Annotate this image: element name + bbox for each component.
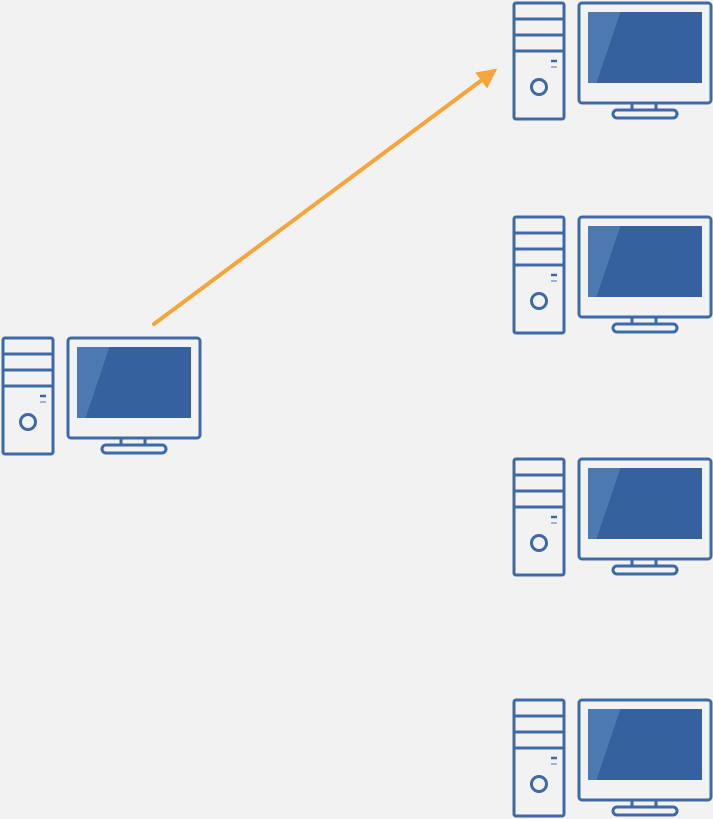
target-computer-2 — [512, 215, 713, 335]
desktop-computer-icon — [512, 457, 713, 577]
desktop-computer-icon — [512, 215, 713, 335]
target-computer-3 — [512, 457, 713, 577]
desktop-computer-icon — [512, 698, 713, 818]
source-computer — [1, 336, 202, 456]
target-computer-4 — [512, 698, 713, 818]
desktop-computer-icon — [1, 336, 202, 456]
connection-arrow — [152, 68, 498, 326]
desktop-computer-icon — [512, 1, 713, 121]
target-computer-1 — [512, 1, 713, 121]
